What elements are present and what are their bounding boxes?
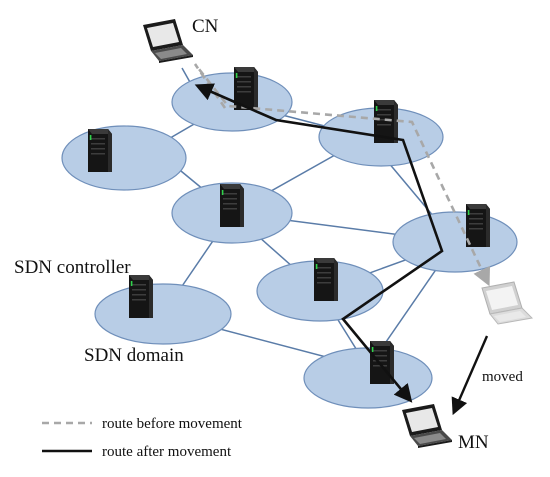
route-after-path [194, 83, 444, 403]
moved-label: moved [482, 369, 523, 385]
legend: route before movement route after moveme… [42, 416, 243, 460]
sdn-domain-label: SDN domain [84, 345, 184, 366]
server-icon [314, 258, 338, 301]
server-icon [220, 184, 244, 227]
cn-laptop-icon [143, 19, 193, 63]
movement-arrow [451, 335, 489, 416]
legend-before-label: route before movement [102, 416, 243, 432]
sdn-domain-f [94, 283, 232, 345]
sdn-domain-b [61, 125, 187, 191]
server-icon [466, 204, 490, 247]
cn-label: CN [192, 16, 219, 37]
server-icon [129, 275, 153, 318]
sdn-controller-label: SDN controller [14, 257, 131, 278]
mn-laptop-icon [402, 404, 452, 448]
laptop-moved-icon [481, 281, 533, 325]
legend-after-label: route after movement [102, 444, 232, 460]
sdn-domain-e [392, 211, 518, 273]
mn-label: MN [458, 432, 489, 453]
route-before-path [193, 63, 491, 287]
server-icon [88, 129, 112, 172]
sdn-domain-h [303, 347, 433, 409]
